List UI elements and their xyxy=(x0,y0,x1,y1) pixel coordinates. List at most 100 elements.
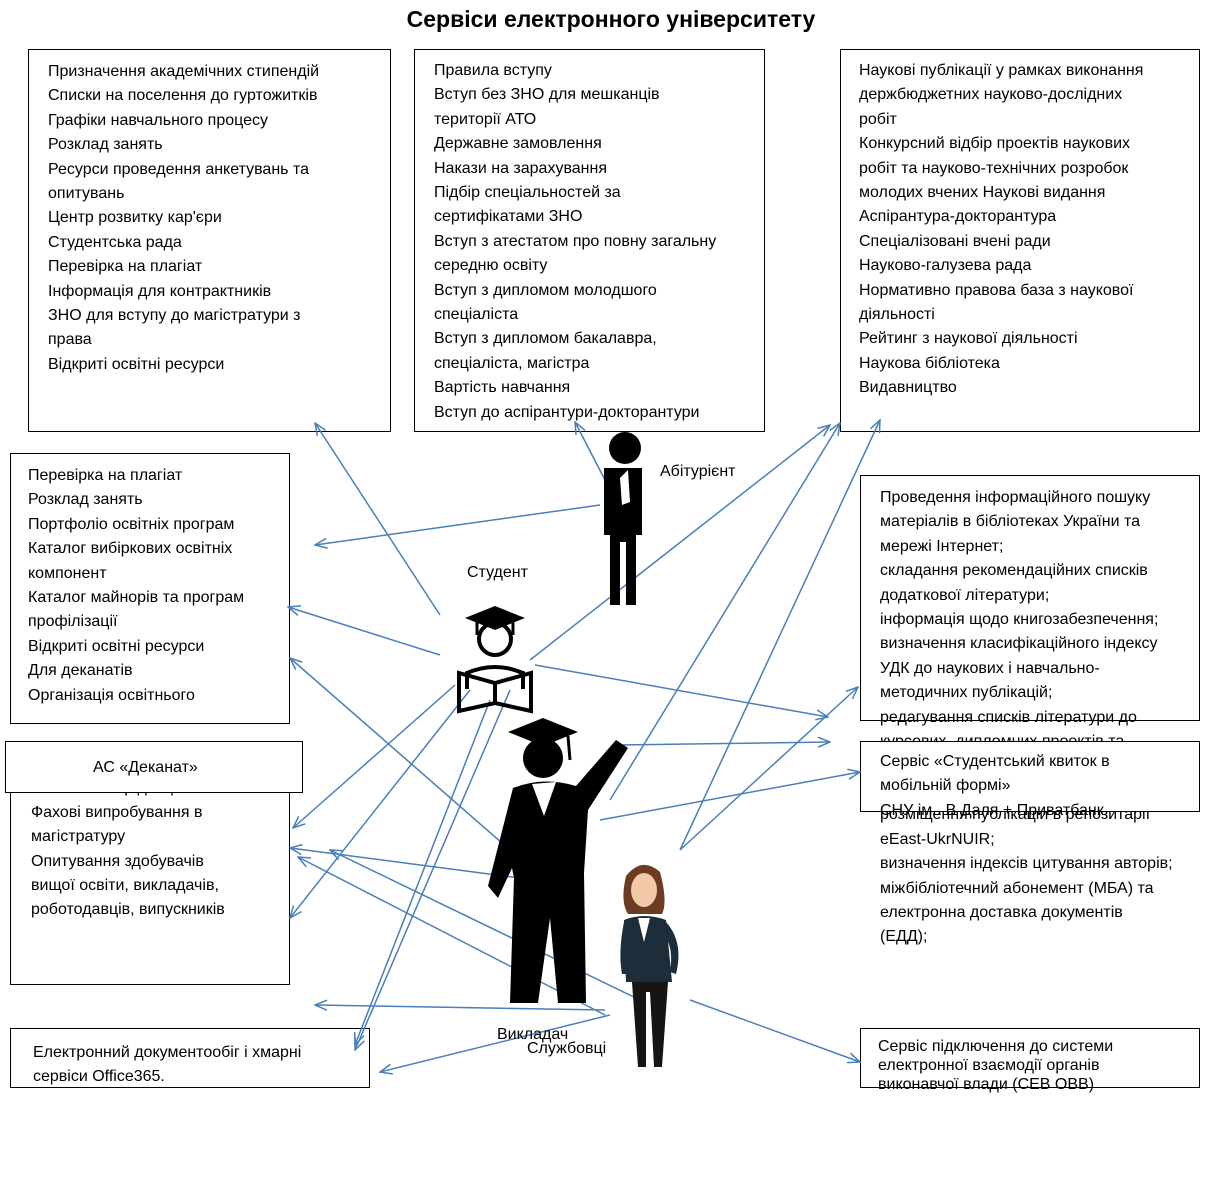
box-science-services: Наукові публікації у рамках виконання дер… xyxy=(840,49,1200,432)
box-line: Інформація для контрактників xyxy=(48,282,272,300)
box-line: спеціаліста, магістра xyxy=(434,354,590,372)
box-line: Списки на поселення до гуртожитків xyxy=(48,87,318,105)
box-line: Вступ без ЗНО для мешканців xyxy=(434,86,660,104)
box-line: компонент xyxy=(28,564,107,582)
box-line: сертифікатами ЗНО xyxy=(434,208,583,226)
label-applicant: Абітурієнт xyxy=(660,463,736,480)
box-dekanat: АС «Деканат» xyxy=(5,741,303,793)
box-line: спеціаліста xyxy=(434,306,519,324)
page-title: Сервіси електронного університету xyxy=(406,6,816,32)
box-line: Видавництво xyxy=(859,379,957,397)
box-line: Ресурси проведення анкетувань та xyxy=(48,160,309,178)
box-line: Центр розвитку кар'єри xyxy=(48,209,222,227)
box-line: Вступ до аспірантури-докторантури xyxy=(434,403,700,421)
box-line: Портфоліо освітніх програм xyxy=(28,515,235,533)
box-line: території АТО xyxy=(434,110,537,128)
label-student: Студент xyxy=(467,564,528,581)
box-line: АС «Деканат» xyxy=(93,759,198,776)
box-line: виконавчої влади (СЕВ ОВВ) xyxy=(878,1076,1095,1093)
staff-icon xyxy=(620,864,679,1067)
box-line: мережі Інтернет; xyxy=(880,537,1004,555)
student-icon xyxy=(457,606,533,714)
box-line: Правила вступу xyxy=(434,62,552,79)
box-line: Спеціалізовані вчені ради xyxy=(859,232,1051,250)
box-line: держбюджетних науково-дослідних xyxy=(859,86,1123,104)
box-line: Фахові випробування в xyxy=(31,803,203,821)
box-line: Рейтинг з наукової діяльності xyxy=(859,330,1078,348)
box-line: Студентська рада xyxy=(48,233,182,251)
box-line: Вступ з атестатом про повну загальну xyxy=(434,232,717,250)
box-line: Конкурсний відбір проектів наукових xyxy=(859,135,1130,153)
box-line: мобільній формі» xyxy=(880,777,1011,795)
box-line: електронна доставка документів xyxy=(880,903,1123,921)
box-line: Державне замовлення xyxy=(434,135,602,153)
box-line: матеріалів в бібліотеках України та xyxy=(880,513,1141,531)
box-line: діяльності xyxy=(859,306,935,324)
box-line: Перевірка на плагіат xyxy=(48,258,203,276)
box-line: (ЕДД); xyxy=(880,928,928,946)
box-line: Вступ з дипломом бакалавра, xyxy=(434,330,657,348)
box-line: Наукова бібліотека xyxy=(859,354,1000,372)
box-line: робіт xyxy=(859,110,897,128)
box-line: інформація щодо книгозабезпечення; xyxy=(880,611,1159,629)
box-line: Сервіс «Студентський квиток в xyxy=(880,753,1110,770)
box-line: опитувань xyxy=(48,185,125,203)
box-line: Графіки навчального процесу xyxy=(48,111,268,129)
box-line: Опитування здобувачів xyxy=(31,852,204,870)
box-library-services: Проведення інформаційного пошуку матеріал… xyxy=(860,475,1200,945)
box-line: Наукові публікації у рамках виконання xyxy=(859,62,1144,79)
box-line: Сервіс підключення до системи xyxy=(878,1038,1114,1055)
box-line: Розклад занять xyxy=(28,491,143,509)
box-line: Розклад занять xyxy=(48,136,163,154)
box-line: Вступ з дипломом молодшого xyxy=(434,281,657,299)
teacher-icon xyxy=(488,718,628,1003)
box-line: додаткової літератури; xyxy=(880,586,1050,604)
box-sev-ovv: Сервіс підключення до системи електронної… xyxy=(860,1028,1200,1093)
box-line: УДК до наукових і навчально- xyxy=(880,659,1100,677)
box-line: Каталог вибіркових освітніх xyxy=(28,540,233,558)
box-line: визначення класифікаційного індексу xyxy=(880,635,1158,653)
box-document-flow: Електронний документообіг і хмарні сервіс… xyxy=(10,1028,370,1088)
box-line: Перевірка на плагіат xyxy=(28,467,183,484)
box-line: профілізації xyxy=(28,613,118,631)
box-line: молодих вчених Наукові видання xyxy=(859,184,1106,202)
box-line: роботодавців, випускників xyxy=(31,901,225,919)
box-line: Вартість навчання xyxy=(434,379,571,397)
box-line: Призначення академічних стипендій xyxy=(48,63,320,80)
applicant-icon xyxy=(604,432,642,605)
box-student-ticket: Сервіс «Студентський квиток в мобільній ф… xyxy=(860,741,1200,819)
box-line: робіт та науково-технічних розробок xyxy=(859,159,1129,177)
box-line: редагування списків літератури до xyxy=(880,708,1137,726)
box-line: права xyxy=(48,331,92,349)
box-line: eEast-UkrNUIR; xyxy=(880,830,995,848)
box-line: магістратуру xyxy=(31,828,126,846)
box-line: методичних публікацій; xyxy=(880,684,1053,702)
label-staff: Службовці xyxy=(527,1040,607,1057)
box-line: Підбір спеціальностей за xyxy=(434,184,621,202)
box-line: Електронний документообіг і хмарні xyxy=(33,1044,302,1061)
box-line: Проведення інформаційного пошуку xyxy=(880,489,1151,506)
box-line: складання рекомендаційних списків xyxy=(880,562,1148,580)
box-line: сервіси Office365. xyxy=(33,1068,165,1086)
box-line: Для деканатів xyxy=(28,662,133,680)
label-teacher: Викладач xyxy=(497,1026,569,1043)
box-line: визначення індексів цитування авторів; xyxy=(880,855,1173,873)
box-line: Відкриті освітні ресурси xyxy=(28,637,205,655)
box-line: Накази на зарахування xyxy=(434,159,608,177)
box-line: Організація освітнього xyxy=(28,686,195,704)
box-line: Каталог майнорів та програм xyxy=(28,589,245,607)
box-line: міжбібліотечний абонемент (МБА) та xyxy=(880,879,1154,897)
box-line: Аспірантура-докторантура xyxy=(859,208,1057,226)
box-line: Нормативно правова база з наукової xyxy=(859,281,1134,299)
box-line: СНУ ім.. В Даля + Приватбанк xyxy=(880,801,1104,819)
box-line: середню освіту xyxy=(434,257,548,275)
box-line: вищої освіти, викладачів, xyxy=(31,877,219,895)
box-line: Відкриті освітні ресурси xyxy=(48,355,225,373)
box-line: Науково-галузева рада xyxy=(859,257,1032,275)
box-line: електронної взаємодії органів xyxy=(878,1057,1100,1074)
box-line: ЗНО для вступу до магістратури з xyxy=(48,307,301,325)
